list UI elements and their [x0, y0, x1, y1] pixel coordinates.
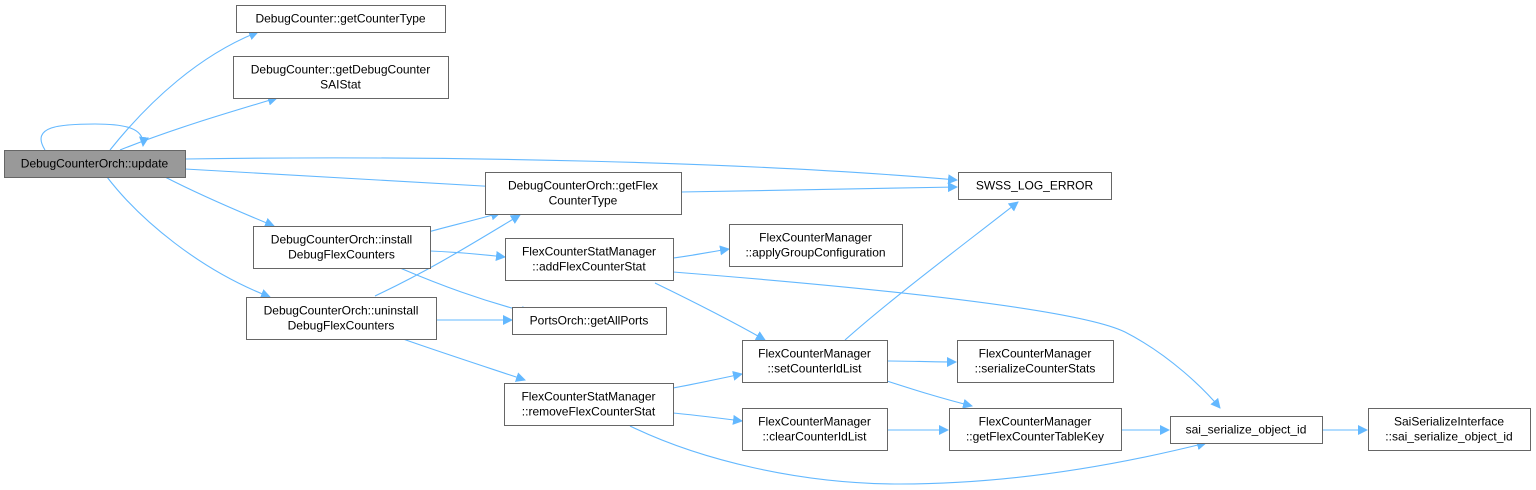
node-label-line: DebugFlexCounters: [288, 319, 395, 333]
edge-install-addFlexCounterStat: [429, 250, 506, 261]
node-box: [729, 224, 903, 267]
node-flexcountermanager-clearcounteridlist[interactable]: FlexCounterManager::clearCounterIdList: [742, 408, 888, 451]
edge-update-uninstall: [106, 176, 271, 299]
edge-setCounterIdList-swssLogError: [844, 201, 1019, 341]
nodes: DebugCounterOrch::update DebugCounter::g…: [4, 5, 1531, 451]
node-flexcounterstatmanager-addflexcounterstat[interactable]: FlexCounterStatManager::addFlexCounterSt…: [505, 238, 674, 281]
node-label-line: FlexCounterStatManager: [521, 390, 655, 404]
node-label-line: ::clearCounterIdList: [762, 430, 867, 444]
node-label-line: FlexCounterManager: [979, 415, 1092, 429]
node-label-line: DebugCounterOrch::install: [271, 233, 412, 247]
edge-uninstall-getFlexCounterType: [374, 214, 521, 297]
node-flexcountermanager-applygroupconfiguration[interactable]: FlexCounterManager::applyGroupConfigurat…: [729, 224, 903, 267]
node-box: [253, 226, 431, 269]
node-debugcounter-getcountertype[interactable]: DebugCounter::getCounterType: [236, 5, 446, 33]
edge-getFlexCounterType-swssLogError: [680, 182, 958, 193]
edge-removeFlexCounterStat-setCounterIdList: [672, 370, 743, 389]
edge-update-swssLogError: [184, 157, 958, 185]
node-debugcounterorch-installdebugflexcounters[interactable]: DebugCounterOrch::installDebugFlexCounte…: [253, 226, 431, 269]
node-label-line: FlexCounterManager: [758, 415, 871, 429]
edge-update-self: [40, 123, 149, 151]
edge-addFlexCounterStat-applyGroupConfiguration: [672, 245, 730, 259]
node-label-line: FlexCounterManager: [758, 347, 871, 361]
edge-removeFlexCounterStat-clearCounterIdList: [672, 412, 743, 425]
edge-update-getDebugCounterSAIStat: [119, 95, 278, 151]
edge-setCounterIdList-getFlexCounterTableKey: [886, 380, 973, 409]
node-label-line: ::sai_serialize_object_id: [1385, 430, 1512, 444]
node-label-line: CounterType: [549, 194, 618, 208]
edge-update-getCounterType: [109, 30, 259, 151]
node-label-line: SWSS_LOG_ERROR: [976, 179, 1094, 193]
node-box: [485, 172, 682, 215]
node-flexcounterstatmanager-removeflexcounterstat[interactable]: FlexCounterStatManager::removeFlexCounte…: [504, 383, 674, 426]
node-box: [236, 5, 446, 33]
node-box: [742, 340, 888, 383]
node-label-line: DebugCounter::getCounterType: [255, 12, 425, 26]
node-box: [957, 340, 1114, 383]
node-label-line: ::removeFlexCounterStat: [522, 405, 656, 419]
node-label-line: DebugCounterOrch::getFlex: [508, 179, 658, 193]
node-label-line: PortsOrch::getAllPorts: [530, 314, 649, 328]
node-label-line: ::setCounterIdList: [767, 362, 862, 376]
node-debugcounterorch-uninstalldebugflexcounters[interactable]: DebugCounterOrch::uninstallDebugFlexCoun…: [246, 297, 437, 340]
node-box: [512, 307, 667, 335]
edge-addFlexCounterStat-saiSerialize: [672, 271, 1221, 409]
node-box: [1170, 416, 1323, 444]
node-saiserializeinterface-sai-serialize-object-id[interactable]: SaiSerializeInterface::sai_serialize_obj…: [1368, 408, 1531, 451]
node-flexcountermanager-getflexcountertablekey[interactable]: FlexCounterManager::getFlexCounterTableK…: [949, 408, 1122, 451]
edge-install-getFlexCounterType: [427, 210, 501, 233]
node-label-line: DebugCounterOrch::uninstall: [264, 304, 419, 318]
node-box: [1368, 408, 1531, 451]
node-box: [742, 408, 888, 451]
edge-update-install: [164, 176, 275, 228]
node-label-line: ::applyGroupConfiguration: [745, 246, 885, 260]
edge-addFlexCounterStat-setCounterIdList: [654, 282, 766, 341]
edge-update-getFlexCounterType: [184, 168, 501, 192]
node-label-line: FlexCounterManager: [979, 347, 1092, 361]
node-label-line: ::addFlexCounterStat: [532, 260, 646, 274]
edges: [40, 30, 1368, 485]
edge-setCounterIdList-serializeCounterStats: [886, 356, 957, 367]
node-box: [505, 238, 674, 281]
edge-removeFlexCounterStat-saiSerialize: [629, 425, 1207, 485]
edge-uninstall-removeFlexCounterStat: [402, 338, 526, 382]
node-box: [958, 172, 1112, 200]
node-box: [246, 297, 437, 340]
node-sai-serialize-object-id[interactable]: sai_serialize_object_id: [1170, 416, 1323, 444]
node-box: [504, 383, 674, 426]
node-box: [4, 150, 186, 178]
node-portsorch-getallports[interactable]: PortsOrch::getAllPorts: [512, 307, 667, 335]
node-flexcountermanager-serializecounterstats[interactable]: FlexCounterManager::serializeCounterStat…: [957, 340, 1114, 383]
node-label-line: SaiSerializeInterface: [1394, 415, 1504, 429]
node-label-line: FlexCounterStatManager: [522, 245, 656, 259]
node-label-line: DebugCounter::getDebugCounter: [251, 63, 430, 77]
node-box: [949, 408, 1122, 451]
node-label-line: SAIStat: [320, 78, 361, 92]
node-label-line: ::serializeCounterStats: [975, 362, 1096, 376]
node-label-line: FlexCounterManager: [759, 231, 872, 245]
node-box: [233, 56, 449, 99]
node-swss-log-error[interactable]: SWSS_LOG_ERROR: [958, 172, 1112, 200]
node-label-line: sai_serialize_object_id: [1186, 423, 1307, 437]
node-debugcounterorch-update[interactable]: DebugCounterOrch::update: [4, 150, 186, 178]
node-label-line: DebugFlexCounters: [288, 248, 395, 262]
node-label-line: DebugCounterOrch::update: [21, 157, 169, 171]
node-label-line: ::getFlexCounterTableKey: [966, 430, 1104, 444]
node-flexcountermanager-setcounteridlist[interactable]: FlexCounterManager::setCounterIdList: [742, 340, 888, 383]
